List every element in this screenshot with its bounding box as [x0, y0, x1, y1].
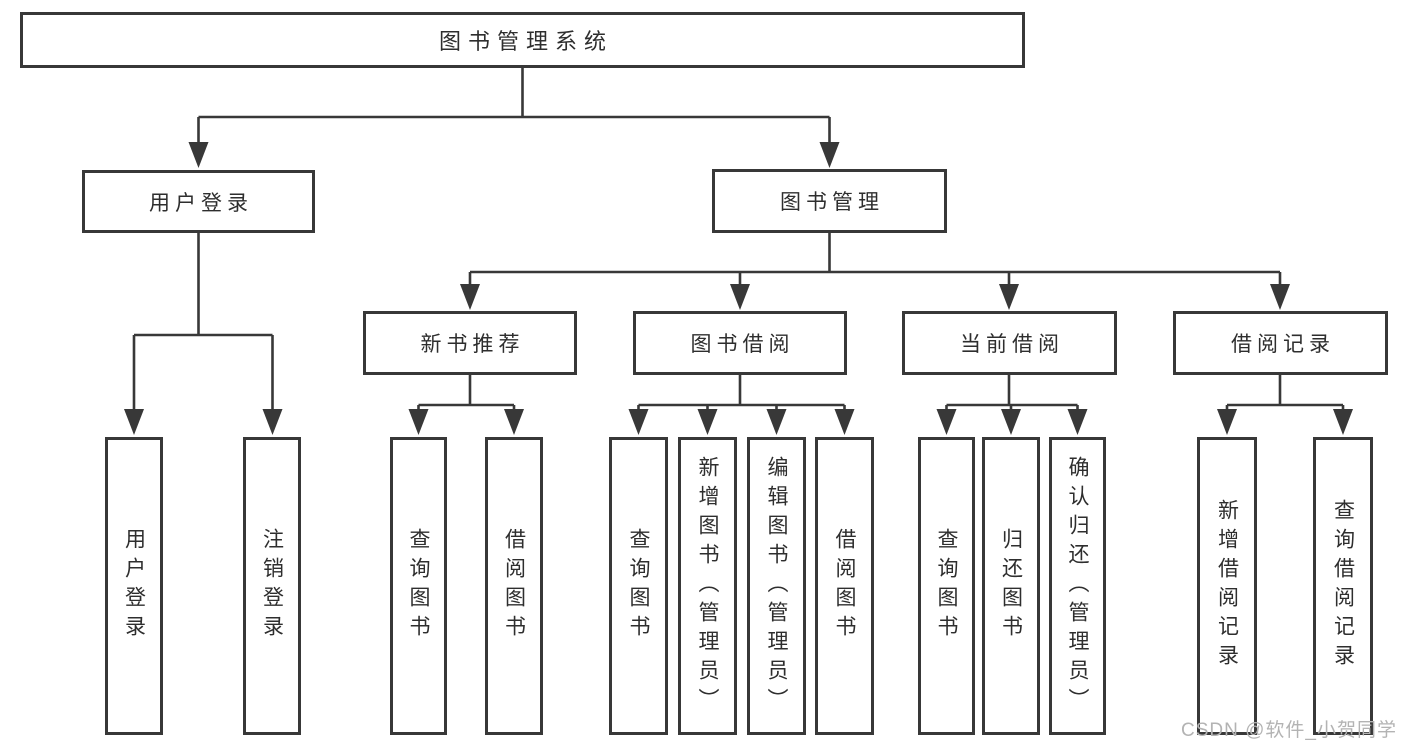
- leaf-bb-add-books-admin: 新增图书（管理员）: [678, 437, 737, 735]
- node-book-management: 图书管理: [712, 169, 947, 233]
- connector-new-book-recommend: [417, 375, 516, 411]
- leaf-cb-confirm-return-admin: 确认归还（管理员）: [1049, 437, 1106, 735]
- node-borrow-records-label: 借阅记录: [1231, 333, 1335, 356]
- node-root: 图书管理系统: [20, 12, 1025, 68]
- leaf-user-login-label: 用户登录: [122, 528, 146, 644]
- leaf-cb-query-books: 查询图书: [918, 437, 975, 735]
- leaf-cb-query-books-label: 查询图书: [935, 528, 958, 644]
- leaf-cb-return-books: 归还图书: [982, 437, 1040, 735]
- leaf-bb-query-books-label: 查询图书: [627, 528, 650, 644]
- node-book-borrow-label: 图书借阅: [690, 333, 795, 356]
- connector-root: [197, 68, 831, 144]
- node-current-borrow: 当前借阅: [902, 311, 1117, 375]
- connector-book-management: [468, 233, 1282, 286]
- connector-user-login: [132, 233, 274, 411]
- leaf-cb-confirm-return-admin-label: 确认归还（管理员）: [1066, 455, 1089, 717]
- node-current-borrow-label: 当前借阅: [960, 333, 1064, 356]
- node-user-login: 用户登录: [82, 170, 315, 233]
- node-new-book-recommend-label: 新书推荐: [420, 333, 525, 356]
- connector-borrow-records: [1225, 375, 1345, 411]
- leaf-bb-add-books-admin-label: 新增图书（管理员）: [696, 455, 719, 717]
- leaf-br-add-record-label: 新增借阅记录: [1215, 499, 1239, 673]
- connector-current-borrow: [945, 375, 1079, 411]
- connector-book-borrow: [637, 375, 846, 411]
- leaf-nb-query-books: 查询图书: [390, 437, 447, 735]
- leaf-nb-borrow-books-label: 借阅图书: [502, 528, 526, 644]
- node-borrow-records: 借阅记录: [1173, 311, 1388, 375]
- leaf-user-login: 用户登录: [105, 437, 163, 735]
- watermark: CSDN @软件_小贺同学: [1181, 720, 1397, 741]
- node-book-borrow: 图书借阅: [633, 311, 847, 375]
- leaf-bb-borrow-books-label: 借阅图书: [833, 528, 856, 644]
- leaf-nb-borrow-books: 借阅图书: [485, 437, 543, 735]
- node-book-management-label: 图书管理: [780, 191, 884, 214]
- leaf-bb-edit-books-admin: 编辑图书（管理员）: [747, 437, 806, 735]
- leaf-br-add-record: 新增借阅记录: [1197, 437, 1257, 735]
- leaf-br-query-record: 查询借阅记录: [1313, 437, 1373, 735]
- leaf-bb-borrow-books: 借阅图书: [815, 437, 874, 735]
- node-user-login-label: 用户登录: [149, 191, 253, 215]
- node-root-label: 图书管理系统: [438, 29, 613, 54]
- leaf-cb-return-books-label: 归还图书: [999, 528, 1023, 644]
- node-new-book-recommend: 新书推荐: [363, 311, 577, 375]
- leaf-logout-label: 注销登录: [260, 528, 284, 644]
- leaf-bb-query-books: 查询图书: [609, 437, 668, 735]
- leaf-br-query-record-label: 查询借阅记录: [1331, 499, 1355, 673]
- leaf-logout: 注销登录: [243, 437, 301, 735]
- leaf-bb-edit-books-admin-label: 编辑图书（管理员）: [765, 455, 788, 717]
- leaf-nb-query-books-label: 查询图书: [407, 528, 430, 644]
